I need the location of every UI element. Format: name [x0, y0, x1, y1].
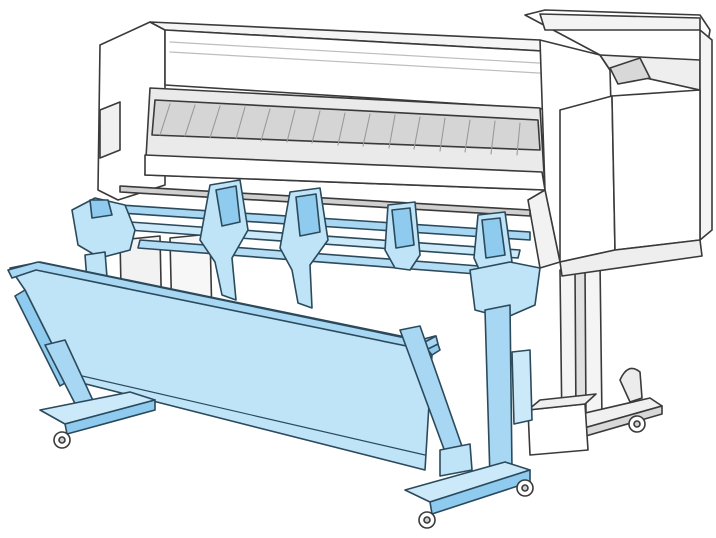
- printer-body: [97, 9, 713, 277]
- stacker: [7, 179, 541, 515]
- stacker-guide-2: [279, 187, 329, 309]
- stacker-left-foot: [39, 391, 156, 435]
- caster-right-back: [516, 479, 534, 497]
- output-guides: [159, 103, 521, 156]
- printer: [97, 9, 713, 456]
- stacker-front-arm: [399, 325, 473, 477]
- stacker-right-mount: [469, 261, 541, 479]
- caster-right-front: [418, 511, 436, 529]
- stacker-guide-1: [199, 179, 249, 301]
- caster-left: [53, 431, 71, 449]
- printer-stand-right: [527, 261, 663, 456]
- stacker-guide-3: [384, 201, 421, 271]
- casters: [53, 431, 534, 529]
- stacker-right-foot: [404, 461, 531, 515]
